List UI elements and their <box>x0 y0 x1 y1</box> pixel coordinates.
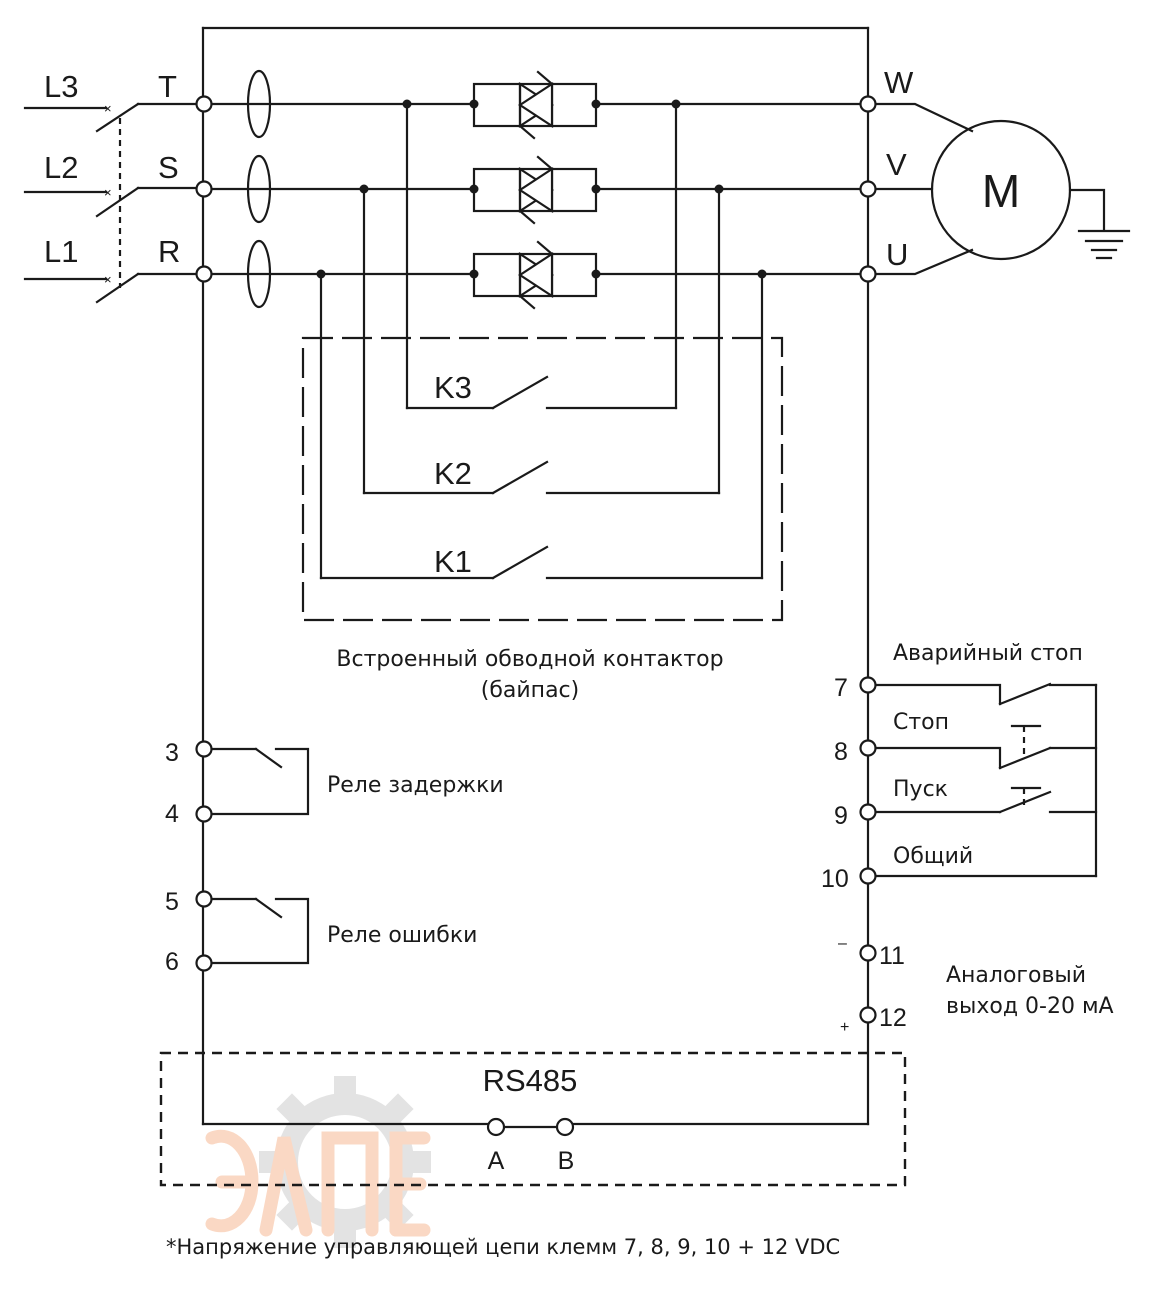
terminal-s-label: S <box>158 150 179 185</box>
delay-relay-label: Реле задержки <box>327 773 504 798</box>
ground-icon <box>1077 229 1131 260</box>
contactor-k1-label: K1 <box>434 544 472 579</box>
motor-section: W V U M <box>873 65 1131 276</box>
line-l3-label: L3 <box>44 69 78 104</box>
terminal-t-label: T <box>158 69 177 104</box>
terminal-r-label: R <box>158 234 180 269</box>
thyristor-s <box>472 155 598 225</box>
bypass-caption-2: (байпас) <box>481 678 579 703</box>
thyristor-t <box>472 70 598 140</box>
rs485-b-label: B <box>558 1147 575 1175</box>
junction-dots <box>316 99 767 279</box>
analog-output: – + 11 12 Аналоговый выход 0-20 мА <box>838 935 1114 1036</box>
terminal-4-label: 4 <box>165 800 179 828</box>
terminal-3-label: 3 <box>165 739 179 767</box>
terminal-w-label: W <box>884 65 914 100</box>
terminal-u-label: U <box>886 237 908 272</box>
terminal-7-label: 7 <box>834 674 848 702</box>
rs485-a-label: A <box>488 1147 505 1175</box>
line-l1: L1 × <box>23 234 199 304</box>
analog-minus-sign: – <box>838 935 847 952</box>
power-terminals <box>195 95 877 283</box>
fault-relay-label: Реле ошибки <box>327 923 477 948</box>
svg-text:×: × <box>104 101 112 116</box>
delay-relay: 3 4 Реле задержки <box>165 739 504 828</box>
fault-relay: 5 6 Реле ошибки <box>165 888 477 976</box>
rs485-label: RS485 <box>483 1063 578 1098</box>
terminal-6-label: 6 <box>165 948 179 976</box>
contactor-k3-label: K3 <box>434 370 472 405</box>
common-label: Общий <box>893 844 973 869</box>
terminal-11-label: 11 <box>879 942 905 970</box>
terminal-8-label: 8 <box>834 738 848 766</box>
thyristor-r <box>472 240 598 310</box>
main-frame <box>201 26 870 1126</box>
line-l1-label: L1 <box>44 234 78 269</box>
footnote: *Напряжение управляющей цепи клемм 7, 8,… <box>166 1235 840 1259</box>
terminal-12-label: 12 <box>879 1004 907 1032</box>
terminal-v-label: V <box>886 147 907 182</box>
terminal-9-label: 9 <box>834 802 848 830</box>
current-sensor-s <box>246 154 272 224</box>
input-lines: L3 × L2 × L1 × T S R <box>23 69 199 304</box>
analog-output-label-2: выход 0-20 мА <box>946 994 1114 1019</box>
terminal-10-label: 10 <box>821 865 849 893</box>
analog-plus-sign: + <box>840 1019 849 1036</box>
svg-text:×: × <box>104 272 112 287</box>
phase-buses <box>208 69 864 309</box>
stop-label: Стоп <box>893 710 949 735</box>
line-l2-label: L2 <box>44 150 78 185</box>
line-l3: L3 × <box>23 69 199 133</box>
emergency-stop-label: Аварийный стоп <box>893 641 1083 666</box>
start-label: Пуск <box>893 777 948 802</box>
current-sensor-r <box>246 239 272 309</box>
bypass-caption: Встроенный обводной контактор <box>336 647 723 672</box>
current-sensor-t <box>246 69 272 139</box>
motor-label: M <box>982 165 1020 217</box>
terminal-5-label: 5 <box>165 888 179 916</box>
ground-wire <box>1068 188 1106 232</box>
control-circuit: Аварийный стоп Стоп Пуск Общий 7 8 9 10 <box>821 641 1098 893</box>
analog-output-label: Аналоговый <box>946 963 1086 988</box>
rs485-block: RS485 A B <box>159 1051 907 1187</box>
contactor-k2-label: K2 <box>434 456 472 491</box>
bypass-contactor: K3 K2 K1 Встроенный обводной контактор (… <box>301 102 784 703</box>
svg-text:×: × <box>104 185 112 200</box>
watermark-logo <box>205 1076 431 1248</box>
line-l2: L2 × <box>23 150 199 218</box>
